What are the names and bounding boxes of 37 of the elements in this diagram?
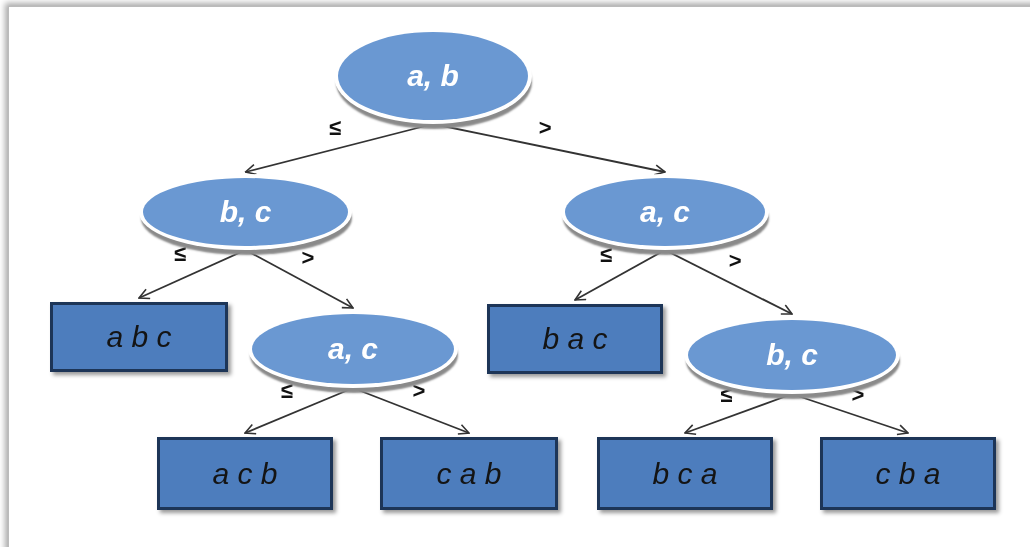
result-box	[157, 437, 333, 510]
arrow	[684, 393, 793, 436]
node-label: a, c	[327, 332, 378, 366]
node-label: b c a	[652, 456, 718, 491]
node-label: c b a	[875, 456, 941, 491]
edge-label: ≤	[279, 380, 294, 402]
edge-label: >	[300, 247, 316, 270]
result-box	[597, 437, 773, 510]
edge-label: >	[850, 383, 866, 406]
edge-label: ≤	[328, 117, 343, 140]
result-box	[487, 304, 663, 374]
arrow	[244, 123, 434, 176]
node-label: b, c	[219, 195, 272, 229]
arrow	[791, 393, 909, 436]
edge-label: ≤	[719, 383, 734, 406]
arrow	[138, 249, 247, 300]
node-label: b, c	[766, 338, 818, 372]
edge-label: >	[537, 117, 553, 140]
arrow	[352, 387, 470, 435]
node-label: c a b	[436, 456, 502, 491]
edge-label: ≤	[172, 243, 187, 266]
result-box	[820, 437, 996, 510]
result-box	[50, 302, 228, 372]
edge-label: ≤	[599, 244, 614, 266]
node-label: b a c	[542, 322, 608, 356]
arrow	[664, 249, 793, 315]
edge-label: >	[727, 249, 743, 272]
node-label: a b c	[106, 320, 172, 354]
arrow	[574, 249, 666, 301]
node-label: a c b	[212, 456, 278, 491]
edge-label: >	[411, 380, 427, 402]
node-label: a, c	[639, 195, 690, 229]
arrow	[244, 387, 354, 435]
arrow	[244, 249, 354, 309]
arrow	[432, 123, 666, 176]
result-box	[380, 437, 558, 510]
node-label: a, b	[407, 59, 459, 93]
